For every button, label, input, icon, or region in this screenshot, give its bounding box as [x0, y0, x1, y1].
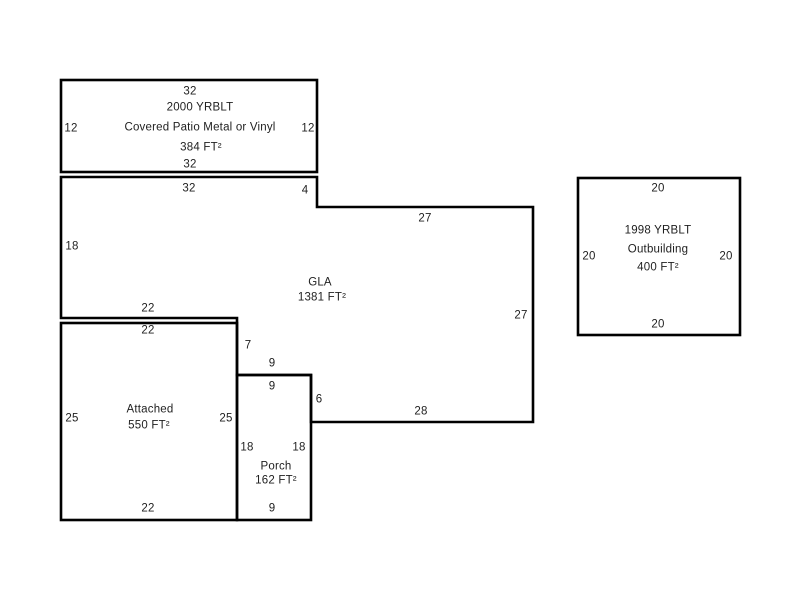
gla-dim-porch-side: 6 — [315, 393, 323, 406]
gla-dim-step-right: 4 — [301, 184, 309, 197]
porch-dim-bottom: 9 — [268, 502, 276, 515]
gla-area: 1381 FT² — [297, 291, 347, 304]
attached-dim-bottom: 22 — [141, 502, 155, 515]
outbuilding-outline — [576, 176, 742, 337]
gla-name: GLA — [308, 276, 332, 289]
attached-dim-left: 25 — [65, 412, 79, 425]
attached-dim-top: 22 — [141, 324, 155, 337]
outbuilding-dim-left: 20 — [582, 250, 596, 263]
covered-patio-dim-bottom: 32 — [183, 158, 197, 171]
covered-patio-year: 2000 YRBLT — [166, 101, 234, 114]
porch-dim-right: 18 — [292, 441, 306, 454]
porch-name: Porch — [260, 460, 292, 473]
covered-patio-name: Covered Patio Metal or Vinyl — [124, 121, 276, 134]
gla-dim-upper-right: 27 — [418, 212, 432, 225]
gla-dim-left: 18 — [65, 240, 79, 253]
gla-dim-notch-horizontal: 9 — [268, 357, 276, 370]
outbuilding-year: 1998 YRBLT — [624, 224, 692, 237]
gla-dim-notch-vertical: 7 — [244, 339, 252, 352]
porch-outline — [235, 373, 313, 522]
outbuilding-name: Outbuilding — [627, 243, 689, 256]
porch-dim-left: 18 — [240, 441, 254, 454]
outbuilding-dim-top: 20 — [651, 182, 665, 195]
porch-dim-top: 9 — [268, 380, 276, 393]
porch-area: 162 FT² — [255, 474, 297, 487]
gla-dim-right: 27 — [514, 309, 528, 322]
covered-patio-area: 384 FT² — [180, 141, 222, 154]
covered-patio-dim-left: 12 — [64, 122, 78, 135]
gla-dim-bottom: 28 — [414, 405, 428, 418]
outbuilding-dim-bottom: 20 — [651, 318, 665, 331]
gla-dim-top: 32 — [182, 182, 196, 195]
covered-patio-dim-top: 32 — [183, 85, 197, 98]
outbuilding-dim-right: 20 — [719, 250, 733, 263]
attached-area: 550 FT² — [128, 419, 170, 432]
attached-name: Attached — [126, 403, 174, 416]
covered-patio-dim-right: 12 — [301, 122, 315, 135]
gla-dim-lower-left: 22 — [141, 302, 155, 315]
attached-dim-right: 25 — [219, 412, 233, 425]
outbuilding-area: 400 FT² — [637, 261, 679, 274]
covered-patio-outline — [59, 78, 319, 174]
